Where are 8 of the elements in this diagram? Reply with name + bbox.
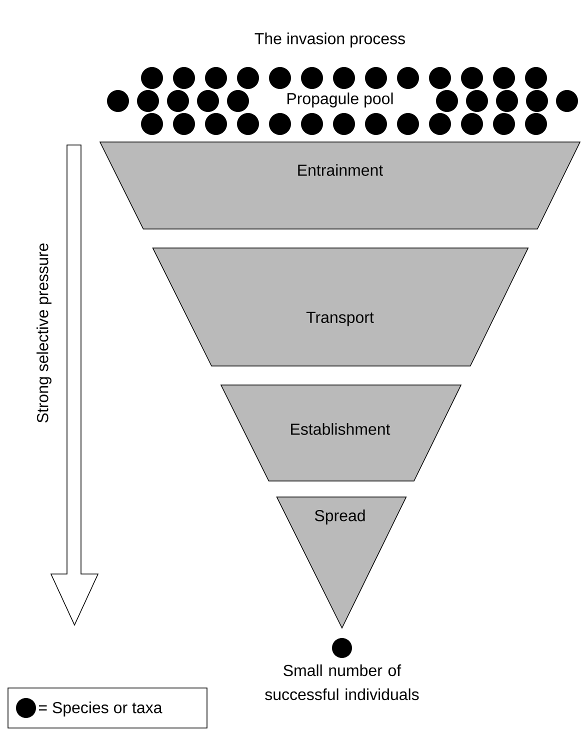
dot [332,638,352,658]
title: The invasion process [254,32,405,48]
funnel-stage: Transport [152,248,529,366]
axis-label: Strong selective pressure [36,243,52,423]
node-label: Small number of successful individuals [265,664,419,700]
legend-box: = Species or taxa [8,688,208,728]
node-label: Propagule pool [288,92,393,108]
propagule-pool-drawing: Propagule pool [107,67,578,135]
